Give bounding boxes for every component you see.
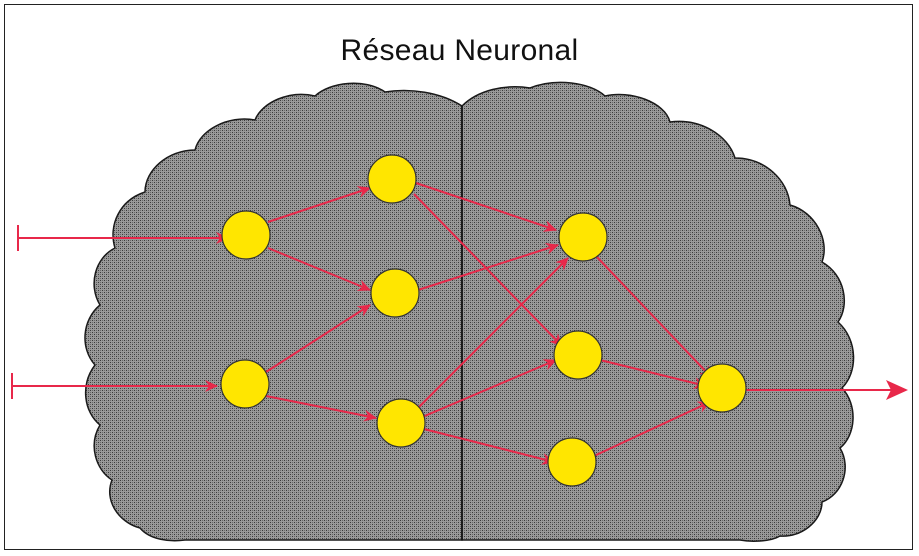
connection-n3-n7	[413, 193, 563, 347]
connections	[11, 182, 908, 465]
connection-n5-n6	[415, 257, 569, 411]
neuron-n3	[367, 154, 417, 204]
connection-n3-n6	[415, 182, 557, 232]
neuron-n8	[547, 437, 597, 487]
neuron-n5	[376, 398, 426, 448]
connection-n7-n9	[599, 359, 707, 389]
brain-left-hemisphere	[84, 82, 463, 542]
connection-n2-n4	[265, 304, 371, 373]
diagram-title: Réseau Neuronal	[340, 34, 579, 67]
neuron-n9	[697, 363, 747, 413]
brain-right-hemisphere	[461, 81, 855, 542]
connection-n1-n4	[267, 247, 371, 291]
neuron-n6	[558, 212, 608, 262]
neurons	[220, 154, 747, 487]
connection-n1-n3	[267, 186, 371, 223]
neuron-n2	[220, 359, 270, 409]
neuron-n7	[553, 330, 603, 380]
connection-n5-n7	[419, 359, 557, 419]
neuron-n1	[221, 210, 271, 260]
neuron-n4	[370, 268, 420, 318]
connection-n6-n9	[595, 255, 713, 379]
connection-n4-n6	[417, 242, 559, 291]
connection-n2-n5	[265, 395, 377, 422]
connection-n5-n8	[419, 427, 555, 465]
connection-n8-n9	[593, 401, 711, 457]
